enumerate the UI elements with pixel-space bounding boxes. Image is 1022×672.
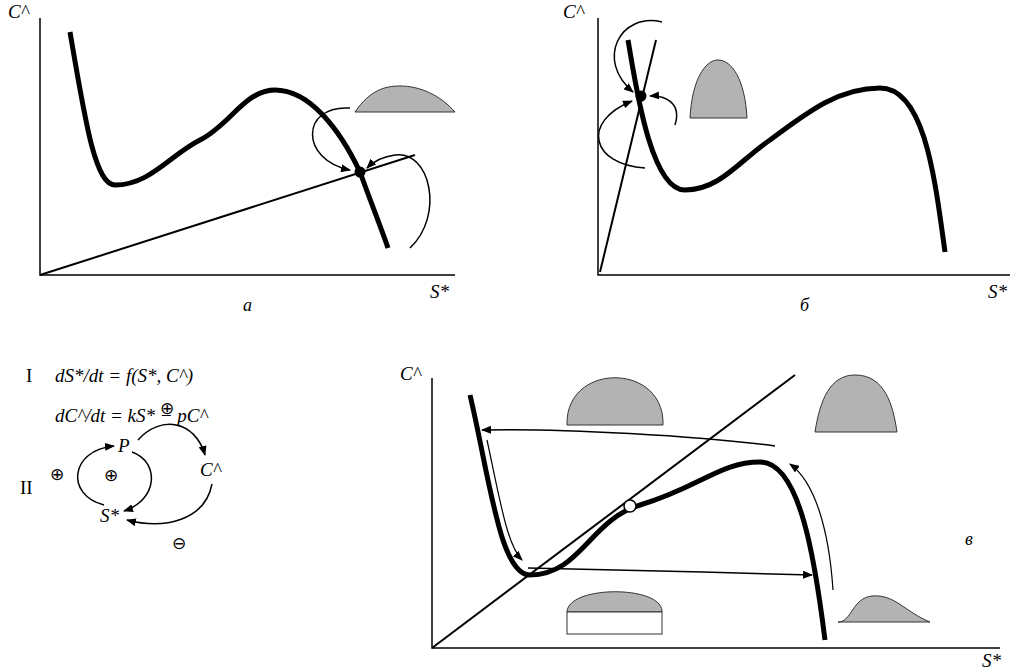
relaxation-jump-arrow xyxy=(528,568,812,575)
relaxation-jump-arrow xyxy=(482,430,775,446)
feedback-arrow xyxy=(127,484,212,524)
profile-shape xyxy=(567,378,663,425)
panel-letter: а xyxy=(243,296,252,316)
trajectory-arrow xyxy=(367,155,430,248)
panel-letter: б xyxy=(800,296,809,316)
variable-label: P xyxy=(118,436,130,457)
axes xyxy=(432,378,1000,648)
sign-symbol: ⊖ xyxy=(172,534,186,553)
slow-motion-arrow xyxy=(487,440,522,560)
trajectory-arrow xyxy=(599,101,645,168)
slow-motion-arrow xyxy=(790,464,833,590)
nullcline-curve xyxy=(470,395,825,640)
nullcline-line xyxy=(40,155,415,275)
equation: dS*/dt = f(S*, C^) xyxy=(55,366,193,387)
stable-point xyxy=(355,167,366,178)
panel-letter: в xyxy=(965,530,973,550)
axes xyxy=(40,18,455,275)
axis-label: S* xyxy=(430,282,449,303)
variable-label: C^ xyxy=(200,460,221,481)
nullcline-curve xyxy=(70,32,388,248)
variable-label: S* xyxy=(100,506,119,527)
nullcline-curve xyxy=(628,40,945,252)
nullcline-line xyxy=(432,375,795,648)
profile-shape xyxy=(838,596,930,622)
axis-label: C^ xyxy=(8,2,29,23)
axes xyxy=(598,18,1010,275)
feedback-arrow xyxy=(124,452,151,511)
trajectory-arrow xyxy=(650,96,677,125)
axis-label: S* xyxy=(982,651,1001,672)
equation-number: I xyxy=(26,366,32,387)
profile-shape xyxy=(690,60,747,118)
axis-label: C^ xyxy=(400,364,421,385)
trajectory-arrow xyxy=(313,108,351,170)
sign-symbol: ⊕ xyxy=(50,465,64,484)
sign-symbol: ⊕ xyxy=(160,399,174,418)
profile-shape xyxy=(815,375,897,432)
axis-label: S* xyxy=(988,282,1007,303)
scheme-number: II xyxy=(20,478,33,499)
profile-shape xyxy=(567,592,662,612)
unstable-point xyxy=(624,500,636,512)
equation: dC^/dt = kS* − pC^ xyxy=(55,406,208,427)
stable-point xyxy=(636,91,647,102)
trajectory-arrow xyxy=(614,21,662,92)
axis-label: C^ xyxy=(563,2,584,23)
profile-shape xyxy=(355,86,455,112)
feedback-arrow xyxy=(138,424,205,455)
sign-symbol: ⊕ xyxy=(104,466,118,485)
profile-base xyxy=(567,612,662,634)
